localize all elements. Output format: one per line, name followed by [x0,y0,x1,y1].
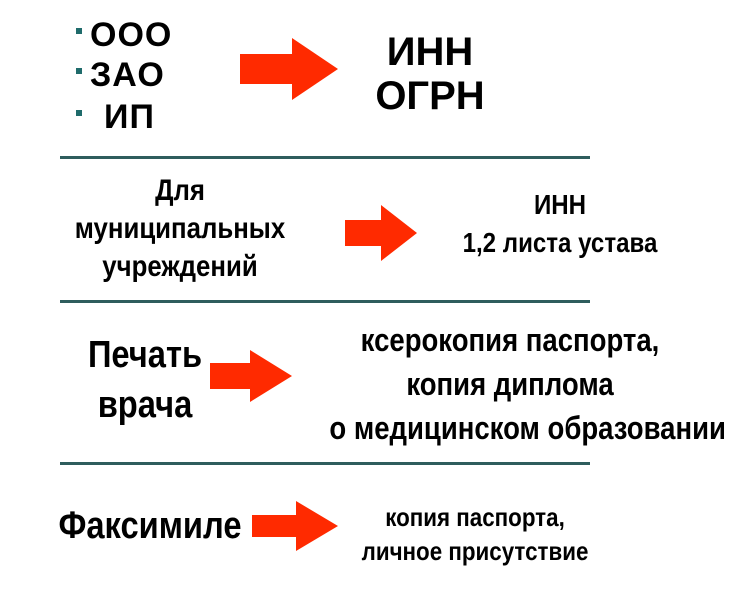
bullet-icon [76,110,82,117]
arrow-right-icon [252,501,338,551]
result-text: ксерокопия паспорта, копия диплома о мед… [329,322,726,446]
bullet-icon [76,68,82,75]
bullet-icon [76,28,82,35]
result-text: ИНН ОГРН [375,30,485,118]
label-text: Для муниципальных учреждений [74,174,286,283]
result-text: копия паспорта, личное присутствие [361,502,589,566]
result-text: ИНН 1,2 листа устава [462,189,658,258]
bullet-item-zao: ЗАО [76,58,165,92]
label-text: Факсимиле [58,505,242,547]
label-text: Печать врача [87,334,203,426]
arrow-right-icon [345,205,417,261]
arrow-right-icon [210,350,292,402]
bullet-item-ooo: ООО [76,18,172,52]
divider [60,156,590,159]
divider [60,462,590,465]
divider [60,300,590,303]
arrow-right-icon [240,38,338,100]
bullet-item-ip: ИП [76,100,155,134]
